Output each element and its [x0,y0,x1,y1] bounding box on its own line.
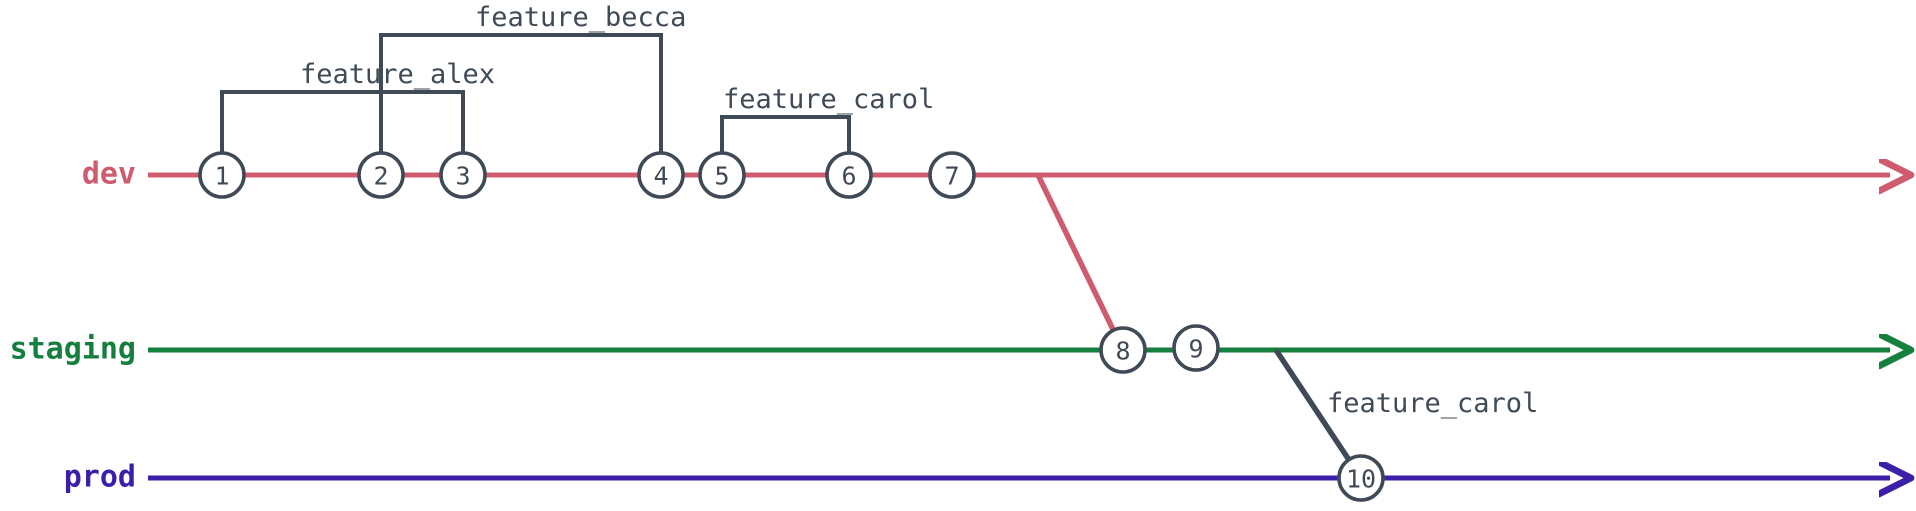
commit-number-7: 7 [944,162,959,191]
commit-node-9[interactable]: 9 [1172,324,1220,372]
commit-number-4: 4 [653,162,668,191]
feature-bracket-feature-alex [220,90,465,175]
feature-labels-group: feature_carol feature_alex feature_beccafe… [300,2,1538,419]
commit-number-9: 9 [1188,335,1203,364]
commit-circle-9[interactable] [1172,324,1220,372]
commit-node-3[interactable]: 3 [439,151,487,199]
commit-number-6: 6 [841,162,856,191]
merge-lines-group [1035,173,1364,480]
branch-label-prod[interactable]: prod [64,460,136,495]
commit-circle-5[interactable] [698,151,746,199]
commit-node-4[interactable]: 4 [637,151,685,199]
branch-labels-group: dev staging prod [10,157,136,495]
feature-bracket-feature-carol-dev [720,115,851,175]
commit-number-8: 8 [1115,337,1130,366]
commit-node-7[interactable]: 7 [928,151,976,199]
feature-brackets-group [220,33,851,175]
commit-circle-10[interactable] [1337,454,1385,502]
feature-label-feature-alex: feature_alex [300,59,495,90]
commit-node-8[interactable]: 8 [1099,326,1147,374]
commit-node-1[interactable]: 1 [198,151,246,199]
merge-line-merge-dev-to-staging [1035,173,1126,352]
commit-circle-3[interactable] [439,151,487,199]
commit-node-6[interactable]: 6 [825,151,873,199]
branch-label-dev[interactable]: dev [82,157,136,192]
commit-circle-2[interactable] [357,151,405,199]
commit-number-1: 1 [214,162,229,191]
commit-number-10: 10 [1346,465,1376,494]
merge-label-branch-staging-to-prod: feature_carol [1327,388,1538,419]
commit-node-2[interactable]: 2 [357,151,405,199]
commit-node-5[interactable]: 5 [698,151,746,199]
branch-label-staging[interactable]: staging [10,332,136,367]
merge-line-branch-staging-to-prod [1273,348,1364,480]
commit-circle-4[interactable] [637,151,685,199]
commit-circle-6[interactable] [825,151,873,199]
commit-circle-7[interactable] [928,151,976,199]
commit-number-5: 5 [714,162,729,191]
commit-node-10[interactable]: 10 [1337,454,1385,502]
commit-circle-1[interactable] [198,151,246,199]
feature-label-feature-becca: feature_becca [475,2,686,33]
branch-lines-group [148,175,1890,478]
feature-label-feature-carol-dev: feature_carol [723,84,934,115]
commit-nodes-group: 1 2 3 4 5 6 7 8 9 10 [198,151,1385,502]
commit-number-2: 2 [373,162,388,191]
feature-bracket-feature-becca [379,33,663,175]
commit-number-3: 3 [455,162,470,191]
commit-circle-8[interactable] [1099,326,1147,374]
